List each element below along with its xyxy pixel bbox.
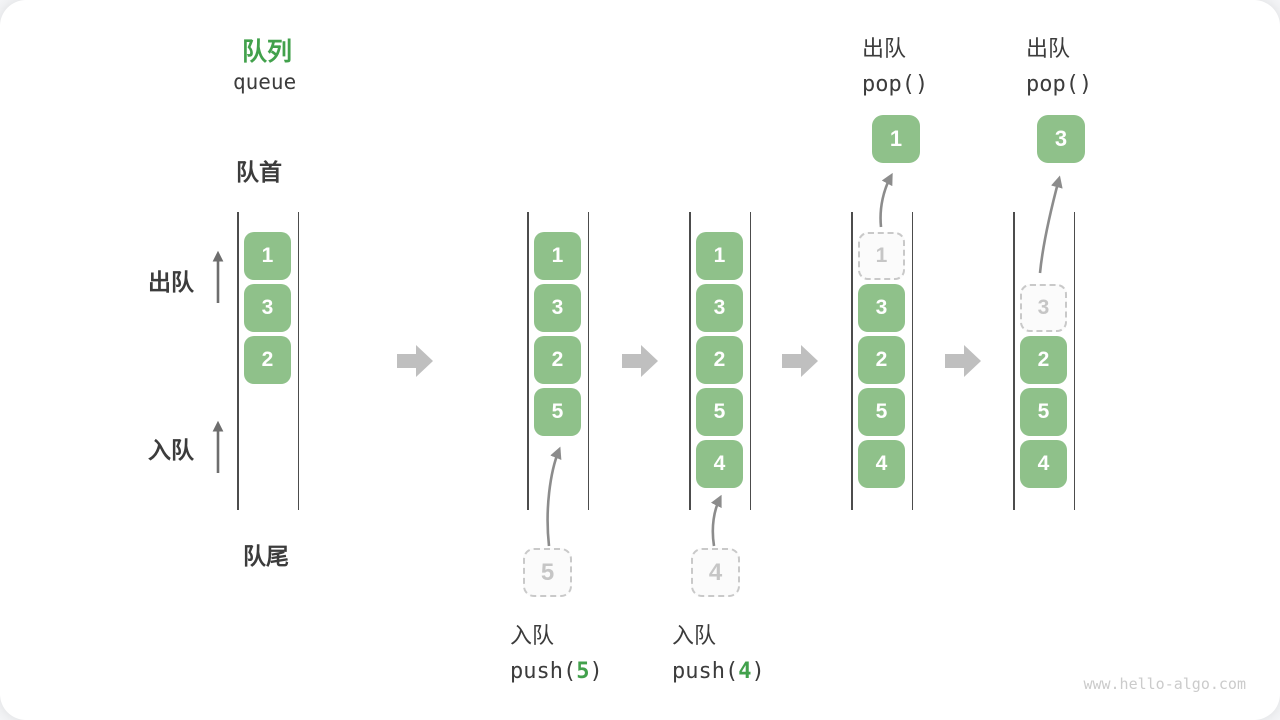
queue-wall-icon — [1013, 212, 1015, 510]
queue-element-box: 4 — [696, 440, 743, 488]
op-code-label: push(5) — [510, 659, 603, 684]
op-zh-label: 入队 — [672, 623, 717, 648]
queue-element-box: 2 — [534, 336, 581, 384]
watermark: www.hello-algo.com — [1083, 675, 1246, 693]
queue-element-box: 2 — [696, 336, 743, 384]
push-op-label: 入队 push(5) — [510, 618, 603, 684]
transition-arrow-icon — [622, 345, 658, 377]
dequeued-slot-box: 1 — [858, 232, 905, 280]
popped-element-box: 3 — [1037, 115, 1085, 163]
queue-element-box: 5 — [534, 388, 581, 436]
op-zh-label: 出队 — [862, 36, 907, 61]
op-zh-label: 入队 — [510, 623, 555, 648]
queue-element-box: 3 — [244, 284, 291, 332]
transition-arrow-icon — [782, 345, 818, 377]
queue-element-box: 2 — [858, 336, 905, 384]
queue-wall-icon — [911, 212, 913, 510]
queue-front-label: 队首 — [236, 159, 282, 185]
diagram-title-zh: 队列 — [242, 38, 293, 66]
queue-element-box: 5 — [696, 388, 743, 436]
op-code-label: push(4) — [672, 659, 765, 684]
op-zh-label: 出队 — [1026, 36, 1071, 61]
queue-wall-icon — [1073, 212, 1075, 510]
queue-wall-icon — [689, 212, 691, 510]
queue-element-box: 1 — [534, 232, 581, 280]
diagram-title-en: queue — [233, 70, 297, 94]
transition-arrow-icon — [397, 345, 433, 377]
queue-rear-label: 队尾 — [243, 543, 289, 569]
queue-wall-icon — [749, 212, 751, 510]
queue-element-box: 3 — [696, 284, 743, 332]
incoming-element-box: 5 — [523, 548, 572, 597]
op-code-label: pop() — [862, 72, 929, 97]
queue-element-box: 2 — [1020, 336, 1067, 384]
queue-wall-icon — [851, 212, 853, 510]
dequeued-slot-box: 3 — [1020, 284, 1067, 332]
queue-element-box: 1 — [244, 232, 291, 280]
queue-wall-icon — [587, 212, 589, 510]
queue-element-box: 5 — [1020, 388, 1067, 436]
queue-wall-icon — [237, 212, 239, 510]
queue-element-box: 3 — [534, 284, 581, 332]
queue-element-box: 5 — [858, 388, 905, 436]
queue-element-box: 1 — [696, 232, 743, 280]
op-code-label: pop() — [1026, 72, 1093, 97]
queue-element-box: 4 — [1020, 440, 1067, 488]
dequeue-side-label: 出队 — [148, 269, 194, 295]
queue-wall-icon — [297, 212, 299, 510]
queue-element-box: 2 — [244, 336, 291, 384]
pop-op-label: 出队 pop() — [862, 31, 928, 97]
queue-element-box: 4 — [858, 440, 905, 488]
pop-op-label: 出队 pop() — [1026, 31, 1092, 97]
queue-element-box: 3 — [858, 284, 905, 332]
queue-wall-icon — [527, 212, 529, 510]
push-op-label: 入队 push(4) — [672, 618, 765, 684]
popped-element-box: 1 — [872, 115, 920, 163]
transition-arrow-icon — [945, 345, 981, 377]
enqueue-side-label: 入队 — [148, 437, 194, 463]
incoming-element-box: 4 — [691, 548, 740, 597]
